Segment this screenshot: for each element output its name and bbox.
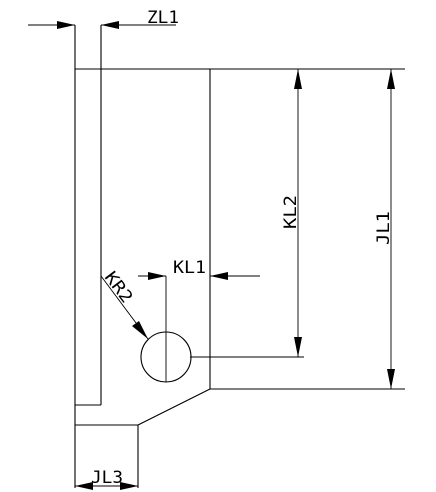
label-kl1: KL1 bbox=[173, 258, 206, 278]
part-outline bbox=[74, 25, 405, 488]
dimension-jl1: JL1 bbox=[374, 69, 395, 389]
dimension-jl3: JL3 bbox=[75, 468, 138, 490]
dimension-kl2: KL2 bbox=[190, 69, 304, 358]
label-zl1: ZL1 bbox=[147, 8, 179, 28]
label-jl1: JL1 bbox=[374, 211, 394, 245]
radius-kr2: KR2 bbox=[100, 268, 149, 340]
label-kl2: KL2 bbox=[281, 195, 301, 229]
label-kr2: KR2 bbox=[100, 268, 136, 307]
dimension-kl1: KL1 bbox=[138, 258, 260, 382]
label-jl3: JL3 bbox=[91, 468, 123, 488]
dimension-zl1: ZL1 bbox=[28, 8, 179, 29]
